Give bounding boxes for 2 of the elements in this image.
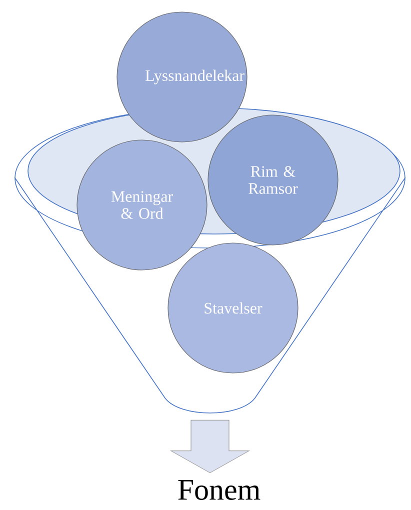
output-label: Fonem <box>178 480 260 500</box>
block-arrow <box>170 420 250 474</box>
